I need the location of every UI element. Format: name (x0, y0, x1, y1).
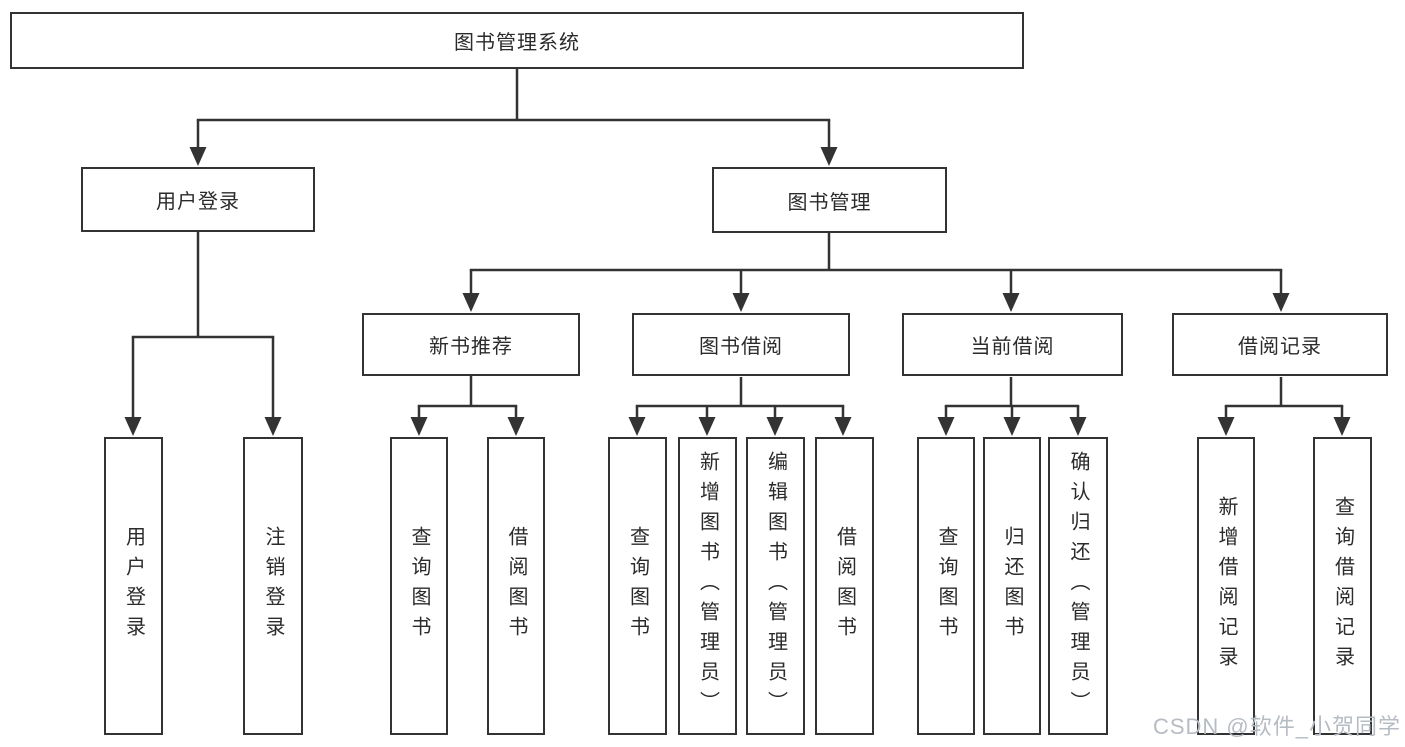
leaf-add-borrow-record: 新增借阅记录 (1197, 437, 1255, 735)
node-label: 当前借阅 (970, 336, 1055, 358)
node-label: 查询图书 (626, 526, 649, 646)
node-label: 新增图书（管理员） (696, 451, 719, 721)
node-label: 查询借阅记录 (1331, 496, 1354, 676)
node-label: 确认归还（管理员） (1067, 451, 1089, 721)
leaf-query-books-borrowing: 查询图书 (608, 437, 667, 735)
node-label: 图书借阅 (699, 336, 783, 358)
node-label: 归还图书 (1001, 526, 1023, 646)
leaf-confirm-return-admin: 确认归还（管理员） (1048, 437, 1108, 735)
node-new-book-recommend: 新书推荐 (362, 313, 580, 376)
leaf-add-books-admin: 新增图书（管理员） (678, 437, 737, 735)
leaf-query-borrow-record: 查询借阅记录 (1313, 437, 1372, 735)
node-label: 用户登录 (156, 191, 240, 213)
leaf-edit-books-admin: 编辑图书（管理员） (746, 437, 805, 735)
node-borrowing-records: 借阅记录 (1172, 313, 1388, 376)
node-book-management: 图书管理 (712, 167, 947, 233)
node-book-borrowing: 图书借阅 (632, 313, 850, 376)
leaf-query-books-current: 查询图书 (917, 437, 975, 735)
node-label: 查询图书 (408, 526, 430, 646)
node-label: 借阅图书 (505, 526, 527, 646)
watermark-text: CSDN @软件_小贺同学 (1152, 714, 1401, 739)
leaf-query-books-recommend: 查询图书 (390, 437, 448, 735)
node-label: 用户登录 (122, 526, 145, 646)
node-label: 借阅记录 (1238, 336, 1322, 358)
leaf-borrow-books-borrowing: 借阅图书 (815, 437, 874, 735)
node-label: 编辑图书（管理员） (764, 451, 787, 721)
node-current-borrowing: 当前借阅 (902, 313, 1123, 376)
node-user-login: 用户登录 (81, 167, 315, 232)
node-label: 新书推荐 (429, 336, 513, 358)
leaf-return-books: 归还图书 (983, 437, 1041, 735)
node-library-management-system: 图书管理系统 (10, 12, 1024, 69)
node-label: 图书管理系统 (454, 32, 580, 54)
leaf-borrow-books-recommend: 借阅图书 (487, 437, 545, 735)
leaf-logout: 注销登录 (243, 437, 303, 735)
node-label: 注销登录 (262, 526, 284, 646)
leaf-user-login: 用户登录 (104, 437, 163, 735)
node-label: 查询图书 (935, 526, 957, 646)
connector-arrowheads (124, 147, 1351, 436)
node-label: 借阅图书 (833, 526, 856, 646)
node-label: 图书管理 (787, 191, 872, 214)
node-label: 新增借阅记录 (1215, 496, 1237, 676)
